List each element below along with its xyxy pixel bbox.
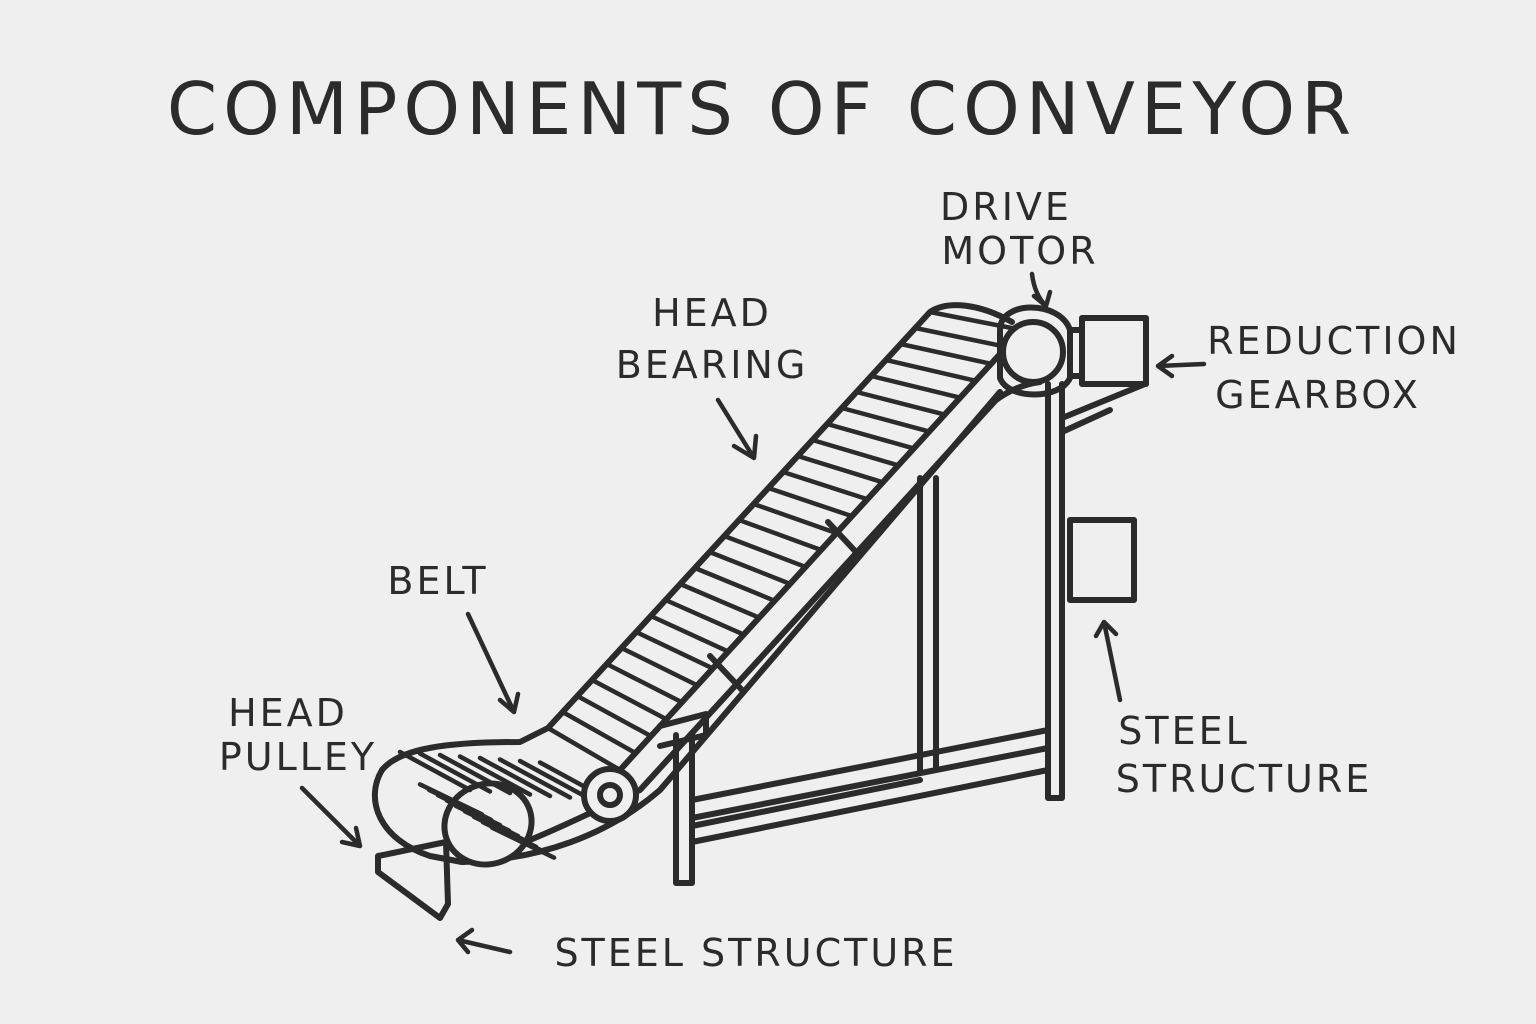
belt-slat	[604, 661, 685, 705]
drum-slat	[437, 752, 513, 796]
head-bearing-label-line1: HEAD	[652, 291, 772, 335]
steel-structure-right-label-line1: STEEL	[1118, 709, 1250, 753]
belt-slat	[722, 533, 808, 570]
steel-bar-outline	[375, 839, 451, 921]
belt-slat	[927, 309, 1025, 333]
front-leg	[673, 732, 695, 886]
head-pulley-label-line2: PULLEY	[219, 735, 377, 779]
belt-slat	[766, 485, 855, 519]
steel-structure-right-label-line2: STRUCTURE	[1116, 757, 1373, 801]
belt-slat	[898, 341, 994, 367]
belt-slat	[560, 709, 638, 756]
drive-motor-label-line1: DRIVE	[940, 185, 1072, 229]
steel-bar	[375, 839, 451, 921]
drive-motor-label-line2: MOTOR	[941, 229, 1098, 273]
reduction-gearbox-label-line2: GEARBOX	[1215, 373, 1421, 417]
belt-slat	[589, 677, 669, 722]
snub-pulley-hub	[597, 782, 623, 808]
label-belt: BELT	[387, 559, 521, 715]
drum-slat	[397, 749, 473, 793]
reduction-gearbox-box	[1079, 315, 1149, 387]
drive-assembly	[997, 304, 1149, 398]
head-pulley-arrow	[299, 785, 363, 849]
belt-slats	[545, 309, 1025, 773]
head-brace	[1059, 381, 1148, 435]
head-pulley-label-line1: HEAD	[228, 691, 348, 735]
steel-frame	[657, 381, 1148, 886]
head-pulley-drum	[371, 749, 613, 868]
belt-slat	[810, 437, 901, 468]
steel-structure-right-arrow	[1093, 619, 1123, 703]
drum-slat	[477, 755, 553, 799]
rear-post	[1045, 381, 1065, 801]
diagram-title: COMPONENTS OF CONVEYOR	[167, 67, 1357, 151]
belt-slat	[736, 517, 824, 553]
head-bearing-arrow	[715, 397, 759, 461]
belt-slat	[633, 629, 716, 671]
reduction-gearbox-arrow	[1155, 353, 1207, 379]
drive-motor-arrow	[1029, 271, 1053, 309]
belt-slat	[677, 581, 762, 620]
drum-hatch-line	[489, 825, 557, 860]
label-reduction-gearbox: REDUCTION GEARBOX	[1155, 319, 1461, 417]
label-drive-motor: DRIVE MOTOR	[940, 185, 1098, 309]
drum-slat	[457, 754, 533, 797]
belt-slat	[839, 405, 932, 434]
belt-slat	[707, 549, 793, 587]
belt-slat	[854, 389, 947, 417]
side-plate	[1067, 517, 1137, 603]
belt-label: BELT	[387, 559, 488, 603]
head-bearing-label-line2: BEARING	[616, 343, 809, 387]
drum-slats	[397, 749, 613, 803]
belt-slat	[824, 421, 917, 451]
drive-pulley	[1000, 319, 1066, 385]
drum-slat	[517, 758, 593, 802]
reduction-gearbox-label-line1: REDUCTION	[1207, 319, 1461, 363]
belt-joint-upper	[825, 519, 859, 555]
belt-joint-lower	[707, 653, 745, 693]
drum-outer-left	[371, 767, 465, 865]
belt-slat	[780, 469, 870, 502]
gearbox-coupling	[1067, 327, 1085, 379]
lower-brace-upper	[689, 727, 1051, 821]
belt-slat	[619, 645, 700, 688]
label-steel-structure-right: STEEL STRUCTURE	[1093, 619, 1373, 801]
belt-slat	[663, 597, 746, 637]
steel-structure-bottom-arrow	[455, 927, 513, 955]
belt-slat	[648, 613, 731, 654]
lower-brace-lower	[689, 767, 1051, 845]
snub-pulley-outer	[581, 766, 639, 824]
snub-pulley	[581, 766, 639, 824]
drum-slat	[497, 757, 573, 800]
drum-slat	[417, 751, 493, 794]
label-head-bearing: HEAD BEARING	[616, 291, 809, 461]
belt-slat	[913, 325, 1009, 350]
belt-arrow	[465, 611, 521, 715]
belt-slat	[795, 453, 886, 485]
label-head-pulley: HEAD PULLEY	[219, 691, 377, 849]
label-steel-structure-bottom: STEEL STRUCTURE	[455, 927, 957, 975]
belt-slat	[545, 725, 623, 773]
steel-structure-bottom-label: STEEL STRUCTURE	[554, 931, 957, 975]
belt-slat	[868, 373, 963, 400]
belt-slat	[751, 501, 839, 536]
belt-slat	[883, 357, 978, 384]
drum-hatching	[417, 782, 557, 860]
belt-slat	[692, 565, 777, 604]
middle-post	[917, 475, 939, 773]
belt-slat	[575, 693, 654, 739]
